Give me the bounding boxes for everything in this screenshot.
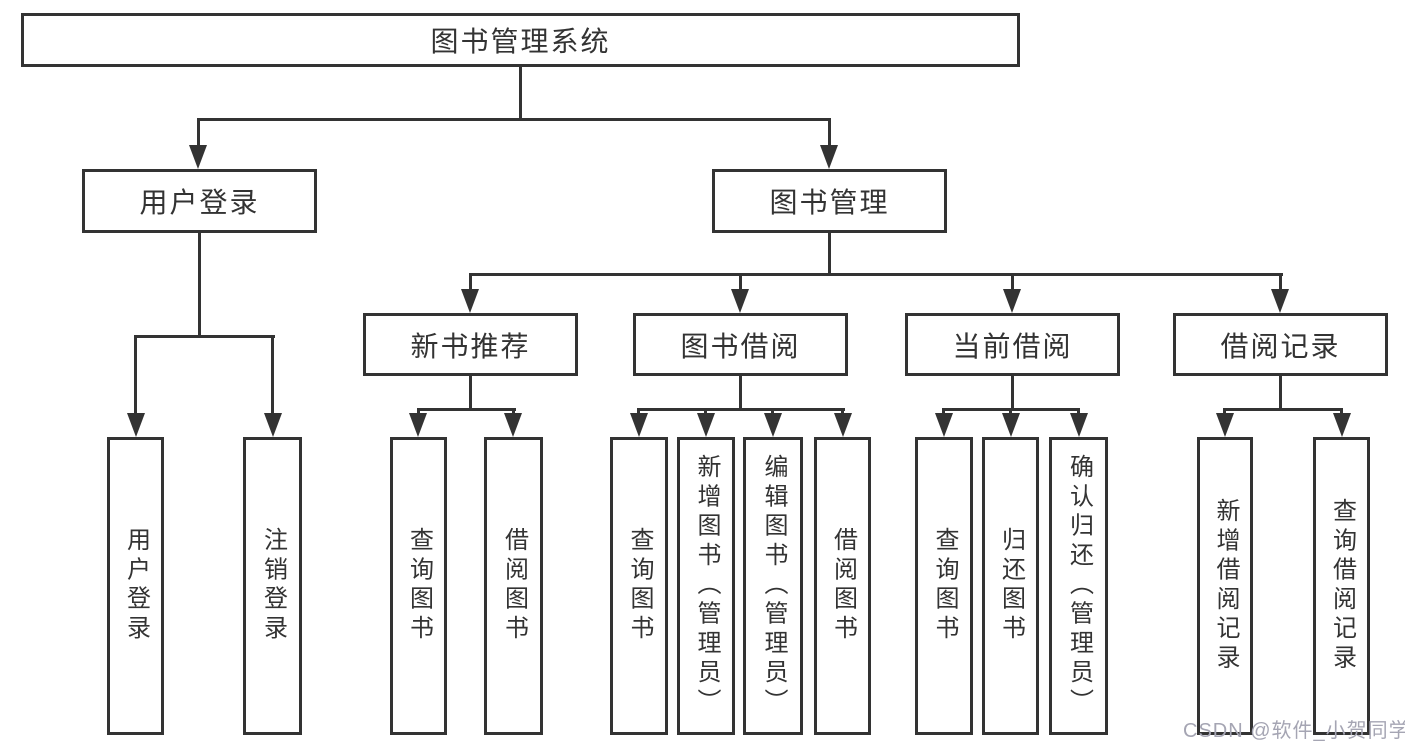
- arrowhead: [504, 413, 522, 437]
- leaf-label: 用户登录: [122, 527, 150, 645]
- leaf-add-book-admin: 新增图书（管理员）: [677, 437, 735, 735]
- connector-line: [771, 408, 774, 416]
- arrowhead: [461, 289, 479, 313]
- arrowhead: [630, 413, 648, 437]
- arrowhead: [834, 413, 852, 437]
- connector-line: [1077, 408, 1080, 416]
- connector-line: [828, 233, 831, 273]
- leaf-query-borrow-record: 查询借阅记录: [1313, 437, 1370, 735]
- node-book-borrowing: 图书借阅: [633, 313, 848, 376]
- leaf-label: 查询借阅记录: [1328, 498, 1356, 674]
- node-label: 借阅记录: [1220, 330, 1341, 362]
- connector-line: [1009, 408, 1012, 416]
- arrowhead: [764, 413, 782, 437]
- leaf-edit-book-admin: 编辑图书（管理员）: [743, 437, 803, 735]
- connector-line: [197, 118, 200, 148]
- node-label: 用户登录: [139, 187, 260, 218]
- leaf-query-books-recommend: 查询图书: [390, 437, 447, 735]
- connector-line: [841, 408, 844, 416]
- connector-line: [469, 273, 472, 293]
- node-label: 图书管理: [769, 187, 890, 218]
- connector-line: [1011, 273, 1014, 293]
- node-new-book-recommendation: 新书推荐: [363, 313, 578, 376]
- connector-line: [197, 118, 831, 121]
- node-label: 图书管理系统: [430, 26, 611, 57]
- connector-line: [1279, 376, 1282, 408]
- arrowhead: [1216, 413, 1234, 437]
- leaf-borrow-books-recommend: 借阅图书: [484, 437, 543, 735]
- connector-line: [512, 408, 515, 416]
- connector-line: [1340, 408, 1343, 416]
- arrowhead: [1002, 413, 1020, 437]
- arrowhead: [409, 413, 427, 437]
- leaf-label: 编辑图书（管理员）: [760, 454, 787, 718]
- leaf-confirm-return-admin: 确认归还（管理员）: [1049, 437, 1108, 735]
- node-label: 新书推荐: [410, 330, 531, 362]
- leaf-label: 确认归还（管理员）: [1065, 454, 1093, 718]
- leaf-return-book: 归还图书: [982, 437, 1039, 735]
- connector-line: [134, 335, 275, 338]
- leaf-label: 归还图书: [997, 527, 1025, 645]
- connector-line: [828, 118, 831, 148]
- connector-line: [704, 408, 707, 416]
- connector-line: [271, 335, 274, 417]
- leaf-label: 新增借阅记录: [1212, 498, 1239, 674]
- node-borrowing-records: 借阅记录: [1173, 313, 1388, 376]
- leaf-borrow-books-borrowing: 借阅图书: [814, 437, 871, 735]
- connector-line: [417, 408, 516, 411]
- connector-line: [739, 273, 742, 293]
- leaf-logout: 注销登录: [243, 437, 302, 735]
- arrowhead: [1003, 289, 1021, 313]
- arrowhead: [697, 413, 715, 437]
- connector-line: [417, 408, 420, 416]
- node-book-management-branch: 图书管理: [712, 169, 947, 233]
- node-current-borrowing: 当前借阅: [905, 313, 1120, 376]
- leaf-label: 借阅图书: [829, 527, 857, 645]
- connector-line: [1279, 273, 1282, 293]
- arrowhead: [189, 145, 207, 169]
- leaf-add-borrow-record: 新增借阅记录: [1197, 437, 1253, 735]
- leaf-user-login: 用户登录: [107, 437, 164, 735]
- arrowhead: [1271, 289, 1289, 313]
- arrowhead: [820, 145, 838, 169]
- connector-line: [739, 376, 742, 408]
- connector-line: [134, 335, 137, 417]
- leaf-query-books-borrowing: 查询图书: [610, 437, 668, 735]
- node-label: 图书借阅: [680, 330, 801, 362]
- connector-line: [1223, 408, 1226, 416]
- arrowhead: [1333, 413, 1351, 437]
- connector-line: [469, 273, 1283, 276]
- node-library-management-system: 图书管理系统: [21, 13, 1020, 67]
- arrowhead: [127, 413, 145, 437]
- connector-line: [942, 408, 945, 416]
- arrowhead: [1070, 413, 1088, 437]
- connector-line: [1223, 408, 1343, 411]
- connector-line: [519, 67, 522, 118]
- connector-line: [637, 408, 845, 411]
- arrowhead: [935, 413, 953, 437]
- csdn-watermark: CSDN @软件_小贺同学: [1183, 720, 1405, 742]
- node-user-login-branch: 用户登录: [82, 169, 317, 233]
- leaf-query-books-current: 查询图书: [915, 437, 973, 735]
- node-label: 当前借阅: [952, 330, 1073, 362]
- leaf-label: 新增图书（管理员）: [693, 454, 720, 718]
- leaf-label: 查询图书: [626, 527, 653, 645]
- connector-line: [637, 408, 640, 416]
- arrowhead: [264, 413, 282, 437]
- connector-line: [1011, 376, 1014, 408]
- leaf-label: 注销登录: [259, 527, 287, 645]
- arrowhead: [731, 289, 749, 313]
- leaf-label: 查询图书: [931, 527, 958, 645]
- connector-line: [469, 376, 472, 408]
- leaf-label: 借阅图书: [500, 527, 528, 645]
- connector-line: [198, 233, 201, 335]
- leaf-label: 查询图书: [405, 527, 433, 645]
